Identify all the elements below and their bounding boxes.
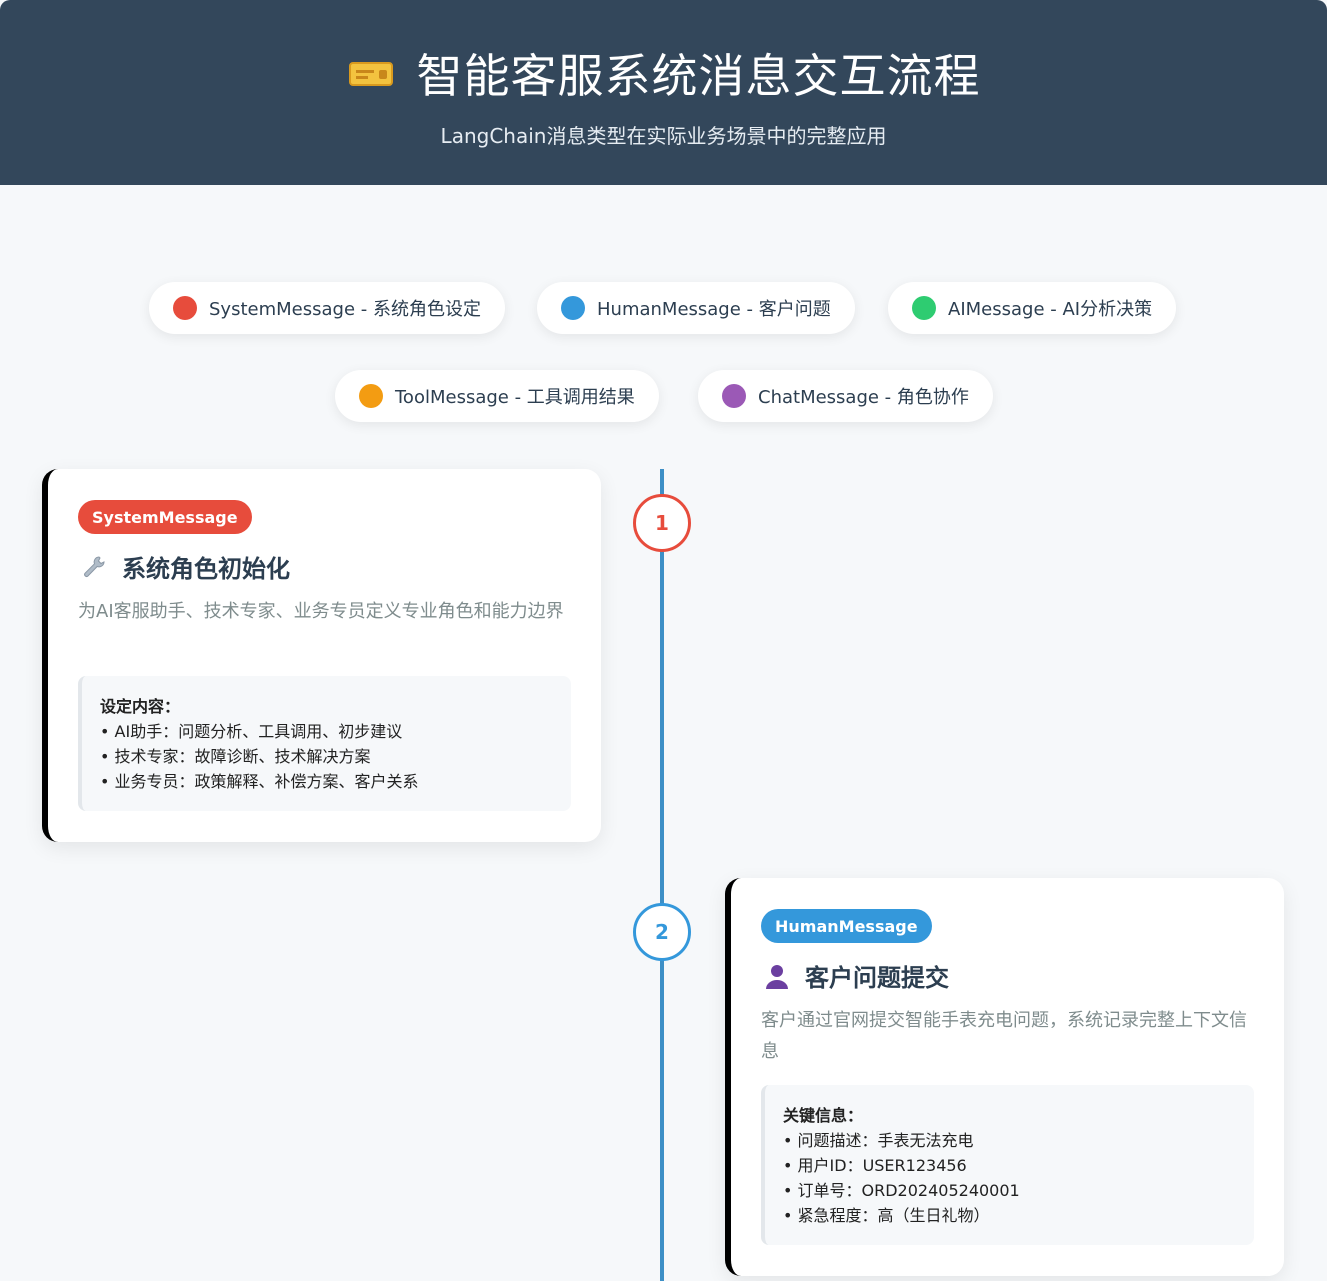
legend-label: ToolMessage - 工具调用结果: [395, 387, 635, 408]
detail-item: • 问题描述：手表无法充电: [783, 1131, 974, 1150]
wrench-icon: [84, 555, 105, 577]
detail-item: • 订单号：ORD202405240001: [783, 1181, 1020, 1200]
legend-tool-message: ToolMessage - 工具调用结果: [335, 370, 659, 422]
message-type-badge: SystemMessage: [78, 500, 252, 534]
legend-label: AIMessage - AI分析决策: [948, 299, 1153, 320]
legend-dot-red: [173, 296, 197, 320]
title-row: 智能客服系统消息交互流程: [0, 40, 1327, 106]
step-card-system: SystemMessage 系统角色初始化 为AI客服助手、技术专家、业务专员定…: [42, 469, 601, 842]
detail-item: • AI助手：问题分析、工具调用、初步建议: [100, 722, 403, 741]
detail-item: • 用户ID：USER123456: [783, 1156, 967, 1175]
legend-human-message: HumanMessage - 客户问题: [537, 282, 855, 334]
card-title-text: 系统角色初始化: [122, 555, 290, 583]
card-description: 客户通过官网提交智能手表充电问题，系统记录完整上下文信息: [761, 1010, 1247, 1062]
legend-dot-orange: [359, 384, 383, 408]
person-icon: [766, 964, 788, 989]
detail-item: • 业务专员：政策解释、补偿方案、客户关系: [100, 772, 419, 791]
detail-item: • 技术专家：故障诊断、技术解决方案: [100, 747, 371, 766]
legend-chat-message: ChatMessage - 角色协作: [698, 370, 993, 422]
legend-ai-message: AIMessage - AI分析决策: [888, 282, 1177, 334]
step-card-human: HumanMessage 客户问题提交 客户通过官网提交智能手表充电问题，系统记…: [725, 878, 1284, 1276]
card-description: 为AI客服助手、技术专家、业务专员定义专业角色和能力边界: [78, 601, 564, 622]
message-type-badge: HumanMessage: [761, 909, 932, 943]
detail-title: 设定内容：: [100, 697, 181, 716]
legend-label: SystemMessage - 系统角色设定: [209, 299, 481, 320]
detail-item: • 紧急程度：高（生日礼物）: [783, 1206, 990, 1225]
legend-dot-purple: [722, 384, 746, 408]
legend-system-message: SystemMessage - 系统角色设定: [149, 282, 505, 334]
card-title-text: 客户问题提交: [805, 964, 949, 992]
page-title: 智能客服系统消息交互流程: [416, 49, 981, 103]
legend-label: ChatMessage - 角色协作: [758, 387, 969, 408]
ticket-icon: [347, 58, 395, 88]
step-number-1: 1: [633, 494, 691, 552]
step-number-2: 2: [633, 903, 691, 961]
timeline-line: [660, 469, 664, 1281]
detail-title: 关键信息：: [783, 1106, 864, 1125]
page-subtitle: LangChain消息类型在实际业务场景中的完整应用: [440, 124, 887, 148]
detail-box: 设定内容： • AI助手：问题分析、工具调用、初步建议 • 技术专家：故障诊断、…: [78, 676, 571, 811]
card-title: 客户问题提交: [763, 958, 949, 993]
card-title: 系统角色初始化: [80, 549, 290, 584]
legend-dot-green: [912, 296, 936, 320]
legend-dot-blue: [561, 296, 585, 320]
legend-label: HumanMessage - 客户问题: [597, 299, 831, 320]
detail-box: 关键信息： • 问题描述：手表无法充电 • 用户ID：USER123456 • …: [761, 1085, 1254, 1245]
page-header: 智能客服系统消息交互流程 LangChain消息类型在实际业务场景中的完整应用: [0, 0, 1327, 185]
